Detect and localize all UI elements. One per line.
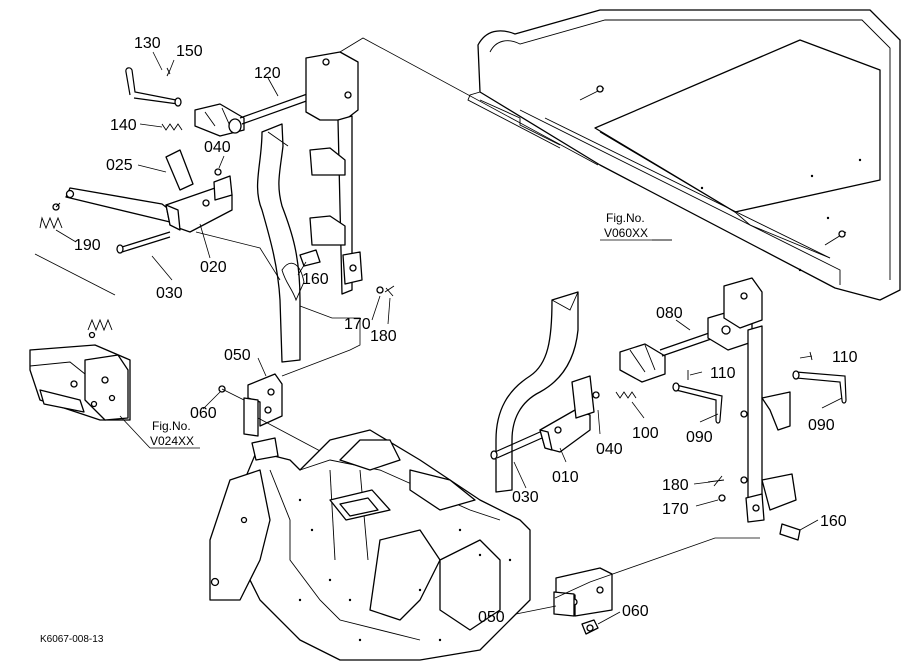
part-number-050-right: 050 xyxy=(478,609,505,626)
figure-ref-v060-code: V060XX xyxy=(604,226,648,240)
part-number-060-right: 060 xyxy=(622,603,649,620)
figure-ref-v024: Fig.No. V024XX xyxy=(150,419,194,448)
part-number-130: 130 xyxy=(134,35,161,52)
part-number-120: 120 xyxy=(254,65,281,82)
part-number-110-right: 110 xyxy=(832,349,858,366)
left-lever-assembly xyxy=(39,51,395,363)
part-number-040-right: 040 xyxy=(596,441,623,458)
part-number-050-left: 050 xyxy=(224,347,251,364)
part-number-030-right: 030 xyxy=(512,489,539,506)
part-number-020: 020 xyxy=(200,259,227,276)
left-bracket xyxy=(29,344,131,421)
part-number-060-left: 060 xyxy=(190,405,217,422)
part-number-170-left: 170 xyxy=(344,316,371,333)
seat-panel xyxy=(467,9,901,301)
part-number-100: 100 xyxy=(632,425,659,442)
part-number-080: 080 xyxy=(656,305,683,322)
bracket-050-upper xyxy=(218,373,283,437)
drawing-code: K6067-008-13 xyxy=(40,634,104,645)
callout-leaders xyxy=(55,51,843,625)
part-number-110-left: 110 xyxy=(710,365,736,382)
part-number-010: 010 xyxy=(552,469,579,486)
part-number-180-right: 180 xyxy=(662,477,689,494)
part-number-160-left: 160 xyxy=(302,271,329,288)
part-number-190: 190 xyxy=(74,237,101,254)
figure-ref-v060: Fig.No. V060XX xyxy=(604,211,648,240)
part-number-150: 150 xyxy=(176,43,203,60)
part-number-labels: 130 150 120 140 040 025 190 020 030 160 … xyxy=(74,35,858,626)
part-number-040-left: 040 xyxy=(204,139,231,156)
main-frame xyxy=(209,429,531,661)
part-number-090-left: 090 xyxy=(686,429,713,446)
figure-ref-v024-code: V024XX xyxy=(150,434,194,448)
figure-ref-v060-label: Fig.No. xyxy=(606,211,645,225)
part-number-030-left: 030 xyxy=(156,285,183,302)
figure-ref-v024-label: Fig.No. xyxy=(152,419,191,433)
part-number-180-left: 180 xyxy=(370,328,397,345)
part-number-160-right: 160 xyxy=(820,513,847,530)
part-number-170-right: 170 xyxy=(662,501,689,518)
part-number-025: 025 xyxy=(106,157,133,174)
part-number-140: 140 xyxy=(110,117,137,134)
right-lever-assembly xyxy=(490,277,847,635)
part-number-090-right: 090 xyxy=(808,417,835,434)
